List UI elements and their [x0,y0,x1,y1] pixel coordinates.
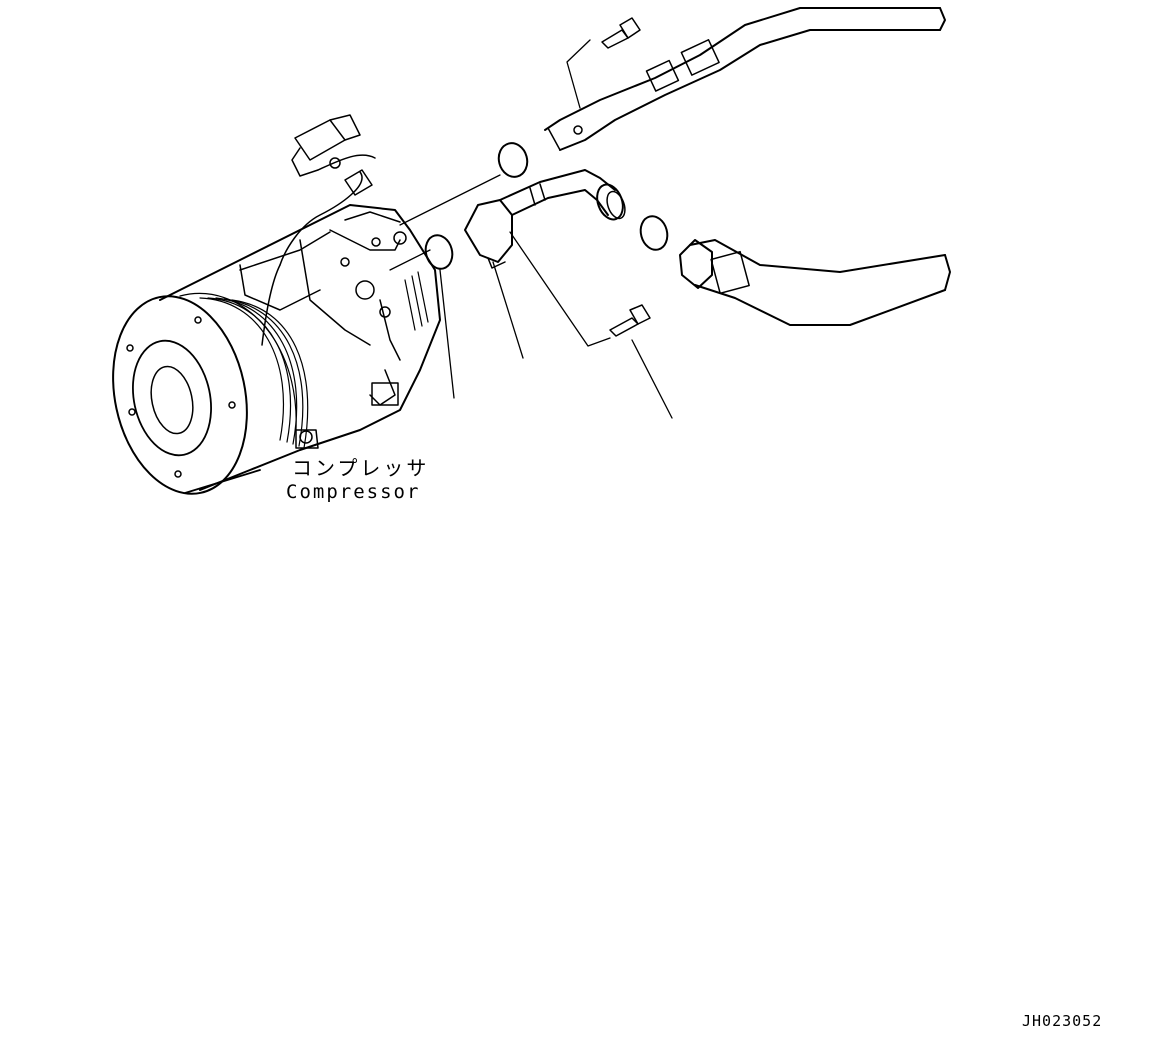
o-rings [424,142,669,270]
compressor-label-en: Compressor [286,481,421,503]
bolts [601,17,651,337]
compressor-housing [159,204,441,491]
pulley-grooves [179,292,309,449]
leader-lines [389,39,673,419]
compressor-label-jp: コンプレッサ [292,456,430,480]
bolt-upper [601,17,641,49]
upper-hose [544,7,946,151]
o-ring-right [639,215,669,251]
lower-hose [679,239,951,326]
pulley-face [112,295,248,495]
electrical-connector [261,114,376,346]
bolt-lower [609,304,651,337]
drawing-code: JH023052 [1022,1012,1103,1030]
o-ring-upper [497,142,529,178]
compressor [112,204,441,495]
o-ring-middle [424,234,454,270]
elbow-pipe [464,169,626,269]
